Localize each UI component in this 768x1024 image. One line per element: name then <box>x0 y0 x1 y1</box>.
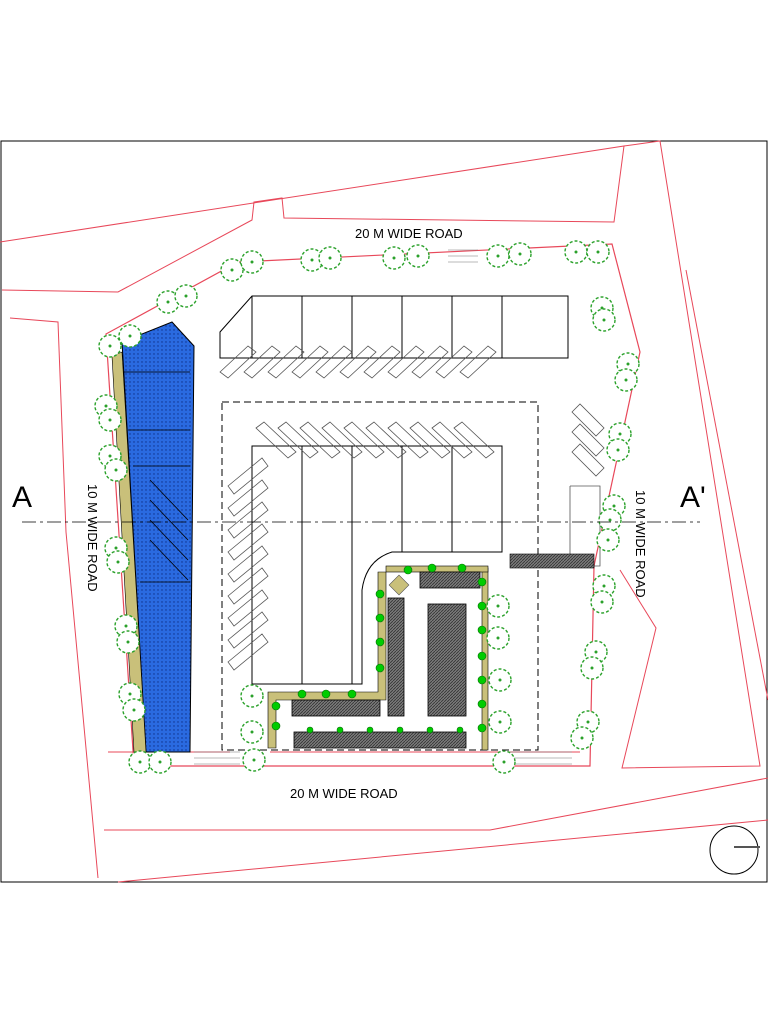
tree-trunk <box>128 334 132 338</box>
central-buildings <box>267 565 489 751</box>
north-arrow <box>709 825 760 875</box>
tree-trunk <box>310 258 314 262</box>
tree-trunk <box>124 624 128 628</box>
tree-trunk <box>602 318 606 322</box>
shrubs <box>271 563 487 734</box>
tree-trunk <box>184 294 188 298</box>
tree-trunk <box>114 468 118 472</box>
tree-trunk <box>498 720 502 724</box>
tree-trunk <box>624 378 628 382</box>
road-label-top: 20 M WIDE ROAD <box>355 226 463 241</box>
tree-trunk <box>108 344 112 348</box>
tree-trunk <box>114 546 118 550</box>
drawing-frame <box>0 140 768 883</box>
tree-trunk <box>574 250 578 254</box>
angled-parking-left <box>227 457 269 671</box>
tree-trunk <box>606 538 610 542</box>
tree-trunk <box>496 604 500 608</box>
tree-trunk <box>126 640 130 644</box>
tree-trunk <box>616 448 620 452</box>
trees <box>94 240 640 774</box>
tree-trunk <box>626 362 630 366</box>
tree-trunk <box>128 692 132 696</box>
tree-trunk <box>496 254 500 258</box>
angled-parking-top <box>219 345 497 379</box>
angled-parking-middle <box>255 421 495 459</box>
section-label-start: A <box>12 481 32 514</box>
tree-trunk <box>328 256 332 260</box>
road-label-bottom: 20 M WIDE ROAD <box>290 786 398 801</box>
tree-trunk <box>250 730 254 734</box>
driveway-hatching <box>194 249 572 765</box>
section-label-end: A' <box>680 481 706 514</box>
tree-trunk <box>612 504 616 508</box>
building-block-linework <box>124 371 190 583</box>
tree-trunk <box>104 404 108 408</box>
tree-trunk <box>250 694 254 698</box>
tree-trunk <box>586 720 590 724</box>
tree-trunk <box>158 760 162 764</box>
tree-trunk <box>600 600 604 604</box>
tree-trunk <box>580 736 584 740</box>
tree-trunk <box>596 250 600 254</box>
parking-bays-middle <box>251 445 503 685</box>
road-label-right: 10 M WIDE ROAD <box>633 490 648 598</box>
tree-trunk <box>166 300 170 304</box>
tree-trunk <box>250 260 254 264</box>
tree-trunk <box>108 418 112 422</box>
tree-trunk <box>108 454 112 458</box>
tree-trunk <box>608 518 612 522</box>
parking-enclosure <box>221 401 539 751</box>
tree-trunk <box>594 650 598 654</box>
tree-trunk <box>590 666 594 670</box>
dark-block-right <box>509 553 595 569</box>
tree-trunk <box>392 256 396 260</box>
tree-trunk <box>502 760 506 764</box>
boundary-lines <box>0 140 768 883</box>
parking-bays-top <box>219 295 569 359</box>
tree-trunk <box>416 254 420 258</box>
tree-trunk <box>498 678 502 682</box>
road-label-left: 10 M WIDE ROAD <box>85 484 100 592</box>
tree-trunk <box>252 758 256 762</box>
tree-trunk <box>518 252 522 256</box>
tree-trunk <box>116 560 120 564</box>
tree-trunk <box>230 268 234 272</box>
tree-trunk <box>618 432 622 436</box>
tree-trunk <box>496 636 500 640</box>
tree-trunk <box>602 584 606 588</box>
angled-parking-right <box>569 403 605 567</box>
tree-trunk <box>132 708 136 712</box>
tree-trunk <box>138 760 142 764</box>
